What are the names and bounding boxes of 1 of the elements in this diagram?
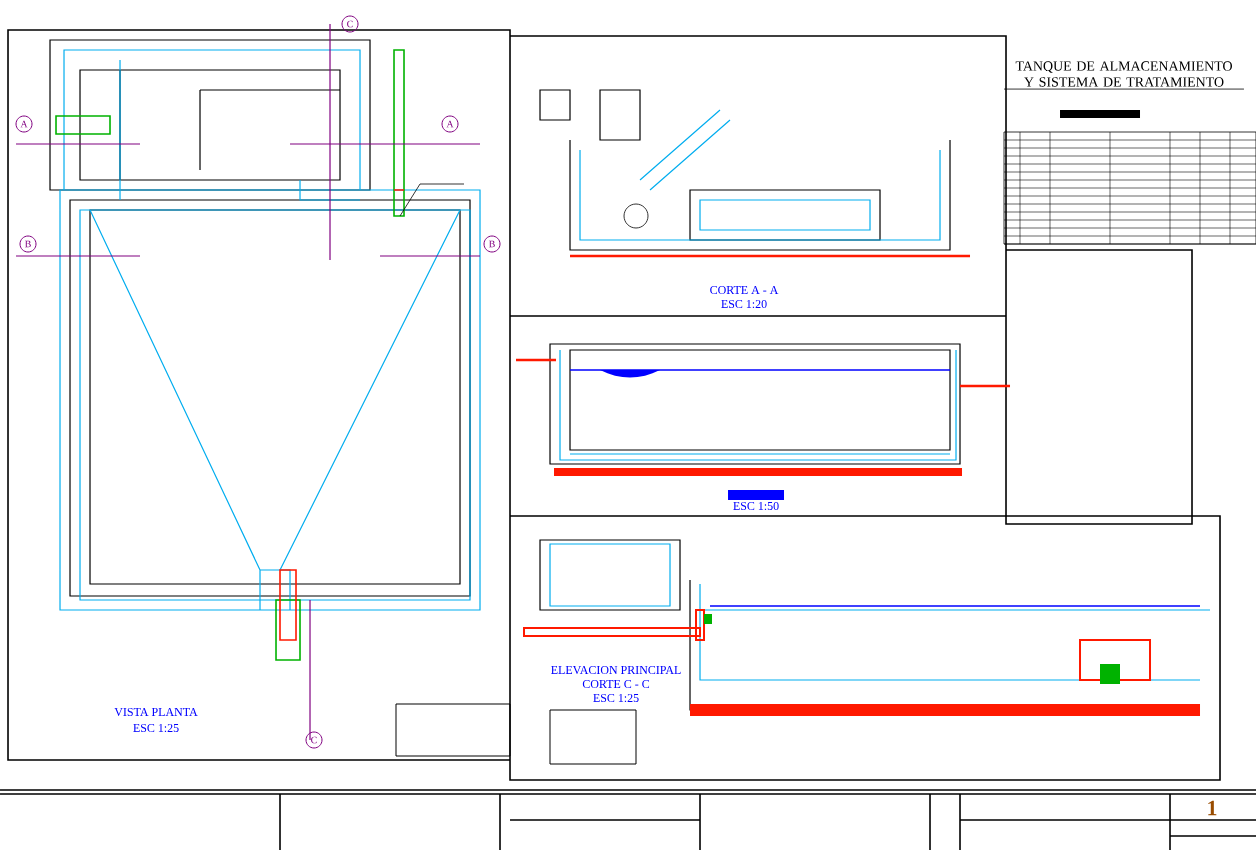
sheet-number: 1: [1208, 800, 1217, 816]
